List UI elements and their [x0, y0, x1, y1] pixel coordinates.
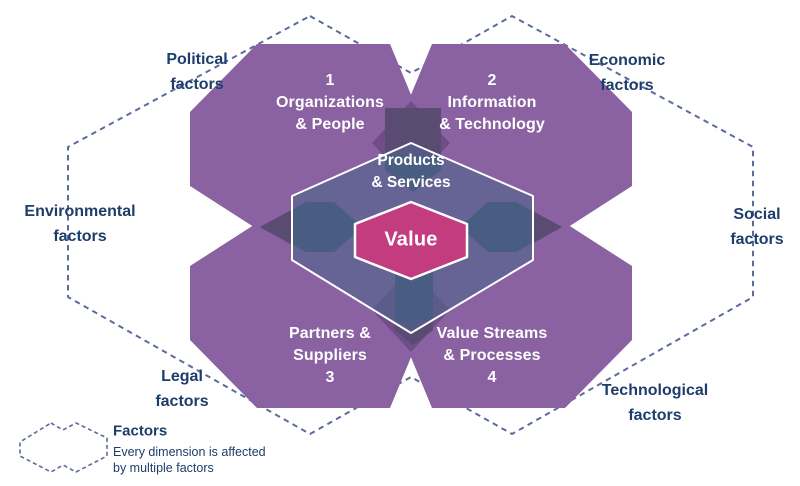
environmental-line1: Environmental [24, 203, 136, 220]
dimension-2-line1: Information [447, 94, 537, 111]
dimension-4-line1: Value Streams [436, 325, 548, 342]
social-line1: Social [733, 206, 781, 223]
dimension-4-number: 4 [487, 369, 497, 386]
dimension-4-line2: & Processes [443, 347, 541, 364]
technological-line2: factors [628, 407, 682, 424]
legal-line1: Legal [161, 368, 203, 385]
legal-line2: factors [155, 393, 209, 410]
political-line1: Political [166, 51, 228, 68]
dimension-3-line1: Partners & [289, 325, 371, 342]
factor-label-legal: Legal factors [155, 364, 208, 414]
legend-description-line2: by multiple factors [113, 461, 214, 475]
economic-line2: factors [600, 77, 654, 94]
dimension-4-label: Value Streams & Processes 4 [437, 323, 548, 389]
pillar-top-outer-tint [385, 108, 441, 156]
dimension-1-line1: Organizations [276, 94, 384, 111]
outer-factors-boundary [67, 15, 754, 435]
dimension-3-line2: Suppliers [293, 347, 367, 364]
economic-line1: Economic [588, 52, 666, 69]
products-services-label: Products & Services [371, 150, 450, 194]
products-line: Products [377, 152, 445, 169]
legend-description-line1: Every dimension is affected [113, 445, 266, 459]
value-hexagon [353, 200, 469, 281]
factor-label-economic: Economic factors [589, 48, 665, 98]
factor-label-social: Social factors [730, 202, 783, 252]
legend-title: Factors [113, 422, 168, 440]
social-line2: factors [730, 231, 784, 248]
factor-label-technological: Technological factors [602, 378, 708, 428]
dimension-2-line2: & Technology [439, 116, 545, 133]
political-line2: factors [170, 76, 224, 93]
dimension-2-label: 2 Information & Technology [439, 70, 545, 136]
environmental-line2: factors [53, 228, 107, 245]
side-hexagon-right-outer-tint [530, 210, 562, 245]
legend-hexagon-icon [19, 422, 108, 473]
dimension-1-label: 1 Organizations & People [276, 70, 384, 136]
side-hexagon-left-outer-tint [260, 210, 292, 245]
dimension-1-line2: & People [295, 116, 365, 133]
technological-line1: Technological [601, 382, 709, 399]
services-line: & Services [371, 174, 451, 191]
dimension-3-label: Partners & Suppliers 3 [289, 323, 371, 389]
dimension-3-number: 3 [325, 369, 335, 386]
factor-label-political: Political factors [166, 47, 227, 97]
value-label: Value [384, 228, 438, 251]
factor-label-environmental: Environmental factors [24, 199, 135, 249]
dimension-1-number: 1 [325, 72, 335, 89]
dimension-2-number: 2 [487, 72, 497, 89]
